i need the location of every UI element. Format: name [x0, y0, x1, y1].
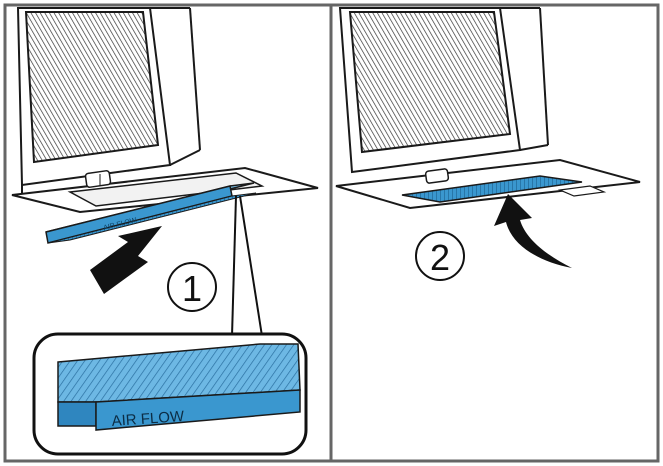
curved-arrow-icon — [494, 194, 572, 268]
step-2-label: 2 — [430, 237, 450, 278]
hood-body — [18, 8, 200, 195]
up-arrow-icon — [90, 226, 162, 294]
step-1-label: 1 — [182, 268, 202, 309]
detail-leader-right — [240, 196, 262, 336]
panel-left: AIR FLOW 1 AIR FLOW — [12, 8, 318, 454]
hood-body-right — [340, 8, 548, 172]
panel-right: 2 — [336, 8, 640, 280]
detail-leader-left — [232, 196, 236, 336]
